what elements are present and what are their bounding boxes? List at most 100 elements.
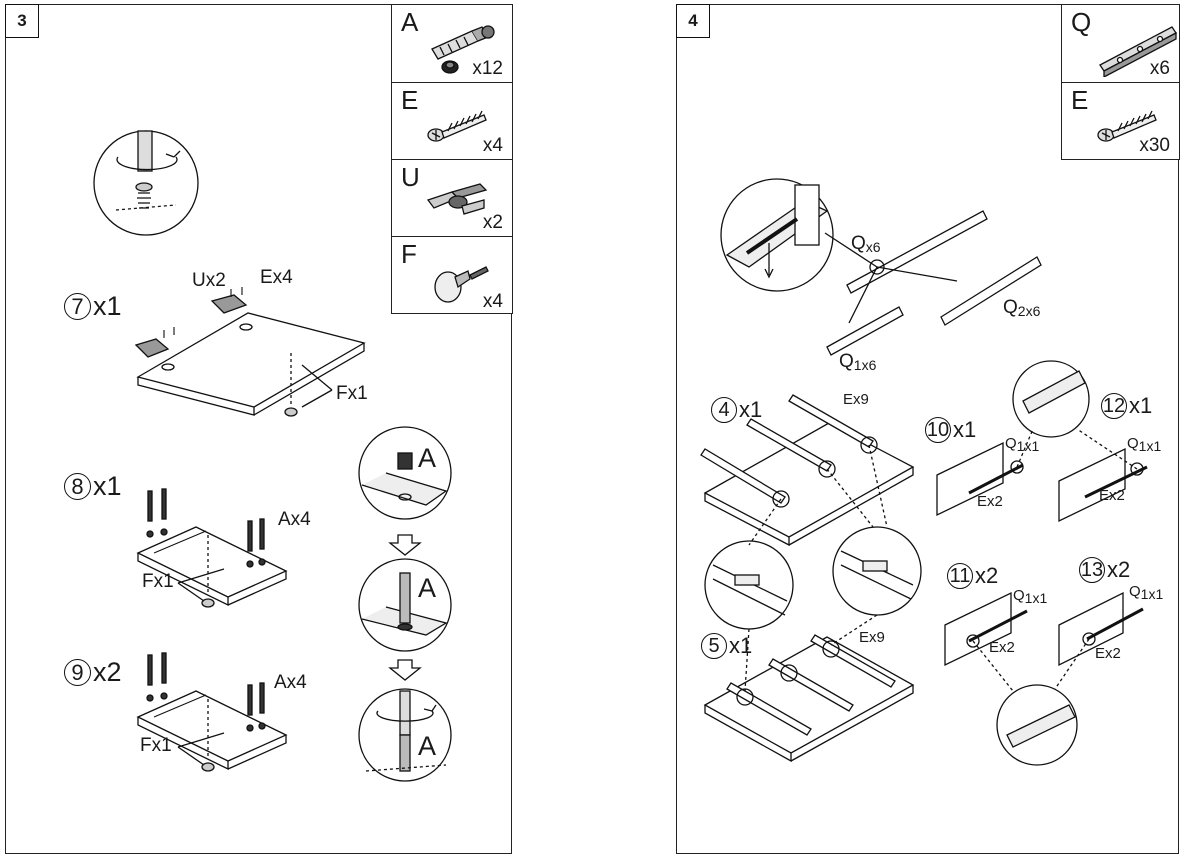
- label-q: Q: [1129, 583, 1141, 600]
- label-q-sub: 2x6: [1017, 303, 1041, 319]
- cam-detail-circle-1: [358, 426, 452, 520]
- label-q: Q: [1003, 297, 1018, 318]
- sub-step-7: 7 x1: [64, 291, 122, 322]
- step-number: 3: [5, 4, 39, 38]
- label-e: Ex9: [859, 629, 885, 646]
- step-4-panel: 4 Q x6 E x30: [676, 4, 1180, 854]
- drawer-side-13: [1058, 591, 1124, 667]
- part-letter: U: [401, 162, 420, 192]
- step-circle: 5: [701, 633, 727, 659]
- drawer-side-12: [1058, 447, 1126, 523]
- drawer-rail-icon: [1099, 26, 1177, 77]
- step-multiplier: x1: [93, 471, 122, 501]
- assembly-illustrations: [93, 130, 452, 782]
- detail-label-a: A: [418, 443, 437, 473]
- step-multiplier: x1: [739, 397, 763, 422]
- hinge-icon: [426, 183, 488, 215]
- sub-step-10: 10 x1: [925, 417, 976, 443]
- step-multiplier: x1: [93, 291, 122, 321]
- label-e: Ex2: [1099, 487, 1125, 504]
- label-q-sub: 1x6: [853, 357, 877, 373]
- label-e: Ex9: [843, 391, 869, 408]
- part-qty: x4: [482, 135, 503, 156]
- knob-icon: [284, 407, 298, 417]
- label-q-sub: 1x1: [1016, 438, 1040, 454]
- knob-icon: [434, 266, 489, 303]
- label-e: Ex4: [260, 267, 293, 288]
- drawer-rail-icon: [700, 394, 874, 504]
- drawer-side-11: [944, 591, 1012, 667]
- sub-step-13: 13 x2: [1079, 557, 1130, 583]
- rotate-arrow-icon: [376, 710, 434, 722]
- step-multiplier: x2: [1107, 557, 1131, 582]
- label-e: Ex2: [989, 639, 1015, 656]
- step-multiplier: x2: [93, 657, 122, 687]
- label-f: Fx1: [142, 571, 174, 592]
- cam-dowel-icon: [431, 25, 495, 74]
- part-qty: x6: [1149, 58, 1170, 79]
- screwdriver-icon: [137, 130, 153, 172]
- step-circle: 8: [64, 473, 91, 500]
- label-q1x1: Q1x1: [1005, 435, 1039, 454]
- part-qty: x30: [1139, 135, 1170, 156]
- label-f: Fx1: [336, 383, 368, 404]
- label-f: Fx1: [140, 735, 172, 756]
- part-qty: x12: [472, 58, 503, 79]
- sub-step-11: 11 x2: [947, 563, 998, 589]
- parts-list: A x12 E: [391, 4, 513, 314]
- label-q-sub: x6: [865, 239, 881, 255]
- sub-step-4: 4 x1: [711, 397, 762, 423]
- sub-step-5: 5 x1: [701, 633, 752, 659]
- label-q-sub: 1x1: [1140, 586, 1164, 602]
- part-f: F x4: [392, 237, 512, 315]
- label-e: Ex2: [1095, 645, 1121, 662]
- drawer-rail-illustrations: [700, 178, 1148, 766]
- rotate-arrow-icon: [116, 156, 178, 171]
- step-circle: 12: [1101, 393, 1127, 419]
- label-rail-q: Qx6: [851, 233, 881, 255]
- sub-step-9: 9 x2: [64, 657, 122, 688]
- parts-list: Q x6 E x30: [1061, 4, 1180, 160]
- part-qty: x2: [482, 212, 503, 233]
- label-q1x1: Q1x1: [1013, 587, 1047, 606]
- knob-icon: [201, 762, 215, 772]
- label-q: Q: [839, 351, 854, 372]
- screw-icon: [163, 287, 243, 338]
- part-letter: E: [1071, 85, 1089, 115]
- step-number: 4: [676, 4, 710, 38]
- part-u: U x2: [392, 160, 512, 237]
- label-e: Ex2: [977, 493, 1003, 510]
- drawer-side-10: [936, 441, 1004, 517]
- drawer-rail-icon: [726, 634, 896, 736]
- label-q: Q: [1005, 435, 1017, 452]
- step-circle: 4: [711, 397, 737, 423]
- sub-step-8: 8 x1: [64, 471, 122, 502]
- step-circle: 9: [64, 659, 91, 686]
- label-q1x1: Q1x1: [1129, 583, 1163, 602]
- label-q1x1: Q1x1: [1127, 435, 1161, 454]
- label-q: Q: [851, 233, 866, 254]
- hinge-icon: [134, 294, 248, 358]
- label-u: Ux2: [192, 270, 226, 291]
- step-circle: 10: [925, 417, 951, 443]
- detail-label-a: A: [418, 573, 437, 603]
- cam-dowel-icon: [146, 488, 266, 568]
- screw-icon: [1097, 110, 1157, 142]
- step-circle: 7: [64, 293, 91, 320]
- part-e: E x4: [392, 83, 512, 160]
- part-letter: E: [401, 85, 419, 115]
- board-4-panel: [703, 422, 915, 538]
- knob-icon: [201, 598, 215, 608]
- arrow-down-icon: [388, 534, 422, 556]
- step-multiplier: x1: [1129, 393, 1153, 418]
- part-q: Q x6: [1062, 5, 1179, 83]
- step-3-panel: 3 A x12 E: [5, 4, 513, 854]
- label-q-sub: 1x1: [1024, 590, 1048, 606]
- label-rail-q1: Q1x6: [839, 351, 876, 373]
- step-circle: 11: [947, 563, 973, 589]
- arrow-down-icon: [388, 659, 422, 681]
- label-q: Q: [1127, 435, 1139, 452]
- part-a: A x12: [392, 5, 512, 83]
- label-q: Q: [1013, 587, 1025, 604]
- detail-label-a: A: [418, 731, 437, 761]
